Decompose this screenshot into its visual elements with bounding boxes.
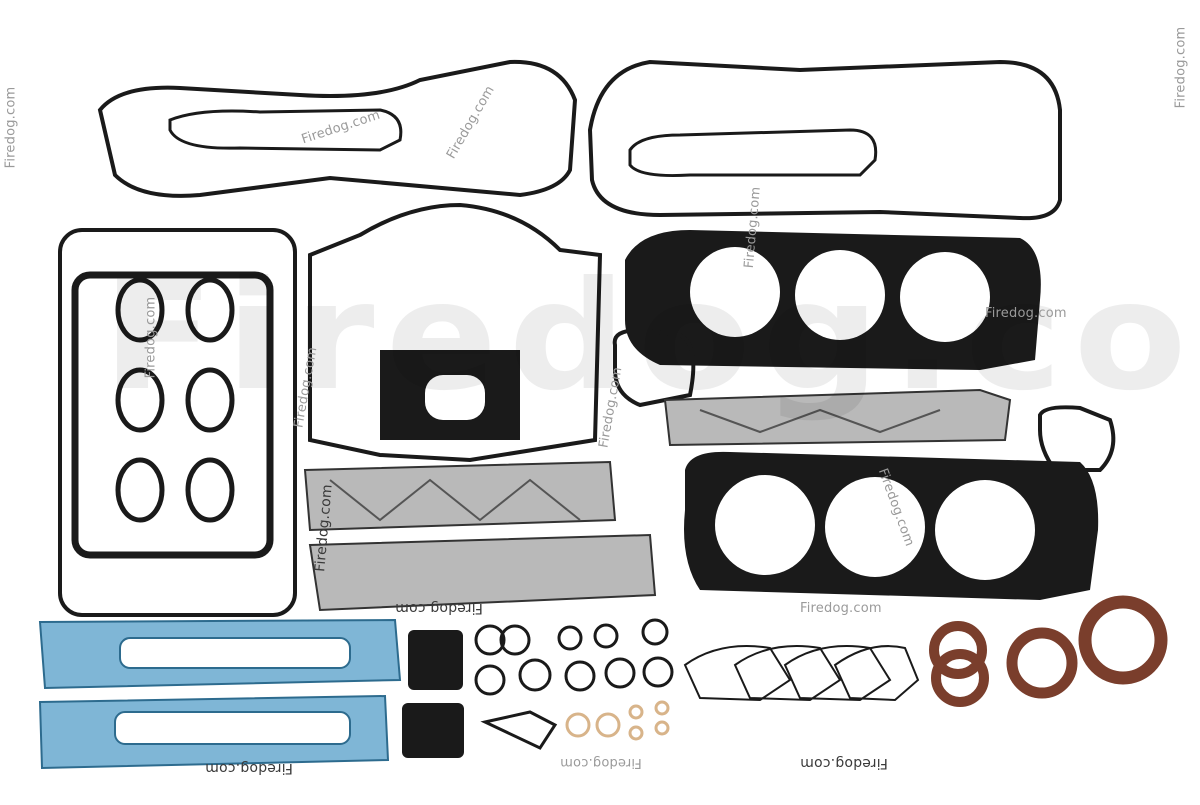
gray-gasket-upper-right <box>663 388 1012 447</box>
valve-cover-gasket-right <box>587 59 1062 221</box>
base-gasket <box>308 202 603 463</box>
watermark-text: Firedog.com <box>3 86 19 169</box>
intake-ring-gaskets <box>683 645 920 702</box>
watermark-text: Firedog.com <box>205 760 293 776</box>
watermark-text: Firedog.com <box>1173 26 1189 109</box>
head-gasket-lower <box>684 405 1116 600</box>
oil-seals <box>929 595 1168 707</box>
watermark-text: Firedog.com <box>143 296 159 379</box>
watermark-text: Firedog.com <box>800 755 888 771</box>
watermark-text: Firedog.com <box>560 755 642 770</box>
exhaust-cover-gasket <box>58 228 297 617</box>
o-rings <box>474 618 674 750</box>
head-gasket-upper <box>612 230 1041 408</box>
watermark-text: Firedog.com <box>395 600 483 616</box>
watermark-large: Firedog.com <box>101 250 1200 424</box>
valve-cover-gasket-left <box>97 59 578 198</box>
rubber-blocks <box>402 630 464 758</box>
blue-gaskets <box>38 618 402 770</box>
gray-gaskets-middle <box>303 460 657 612</box>
watermark-text: Firedog.com <box>800 601 882 616</box>
watermark-text: Firedog.com <box>985 306 1067 321</box>
copper-washers <box>565 700 670 741</box>
